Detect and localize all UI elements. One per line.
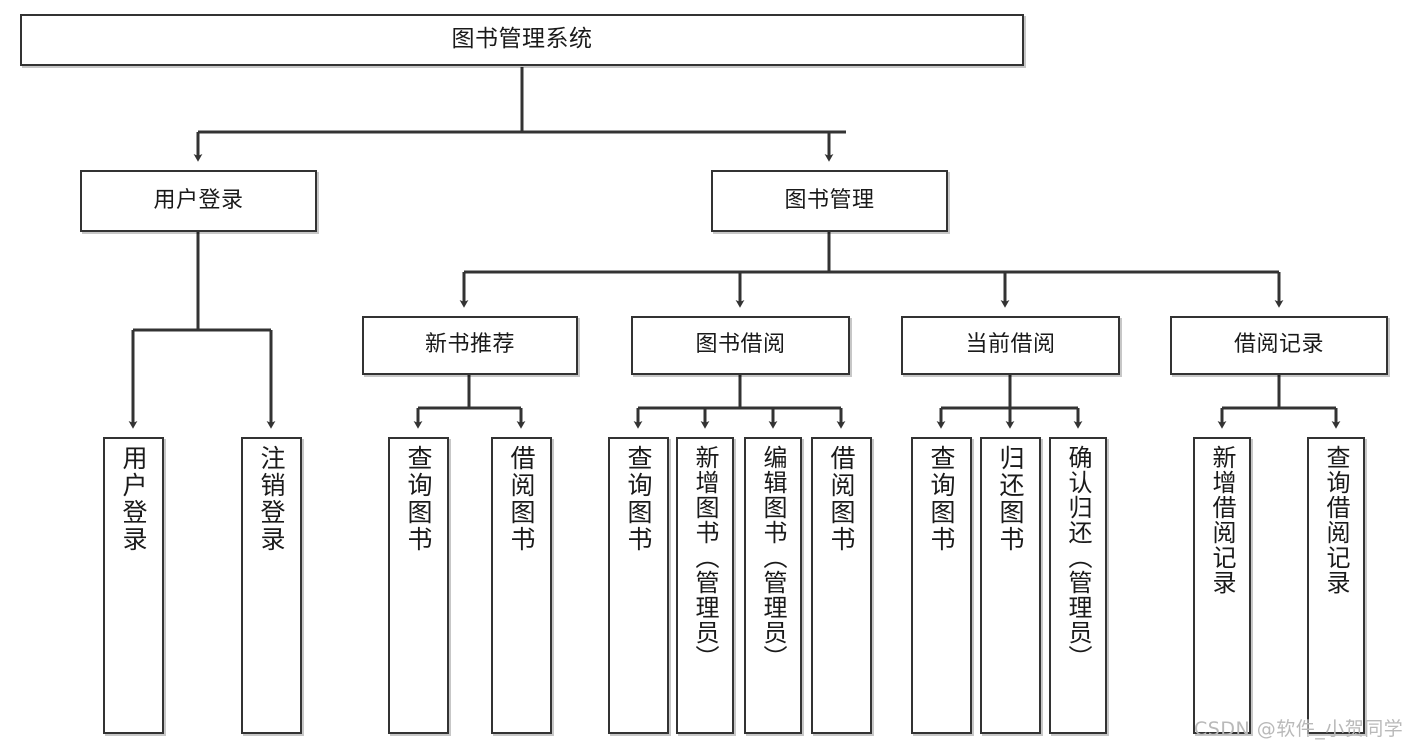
node-new-book-recommend-label: 新书推荐 (424, 332, 515, 358)
leaf-record-query-record[interactable]: 查询借阅记录 (1307, 437, 1365, 734)
node-user-login[interactable]: 用户登录 (80, 170, 317, 232)
node-book-borrow-label: 图书借阅 (695, 332, 786, 358)
leaf-user-login-logout[interactable]: 注销登录 (241, 437, 302, 734)
leaf-newbook-borrow-book[interactable]: 借阅图书 (491, 437, 552, 734)
leaf-user-login-login-label: 用户登录 (119, 445, 148, 553)
node-book-borrow[interactable]: 图书借阅 (631, 316, 850, 375)
node-user-login-label: 用户登录 (153, 187, 244, 213)
leaf-borrow-add-book-admin-label: 新增图书（管理员） (691, 445, 719, 670)
node-borrow-record[interactable]: 借阅记录 (1170, 316, 1388, 375)
leaf-current-query-book-label: 查询图书 (927, 445, 956, 553)
node-current-borrow[interactable]: 当前借阅 (901, 316, 1120, 375)
leaf-current-return-book[interactable]: 归还图书 (980, 437, 1041, 734)
node-root[interactable]: 图书管理系统 (20, 14, 1024, 66)
node-current-borrow-label: 当前借阅 (965, 332, 1056, 358)
leaf-current-return-book-label: 归还图书 (996, 445, 1025, 553)
leaf-current-confirm-return-admin-label: 确认归还（管理员） (1064, 445, 1092, 670)
leaf-user-login-login[interactable]: 用户登录 (103, 437, 164, 734)
leaf-current-query-book[interactable]: 查询图书 (911, 437, 972, 734)
leaf-borrow-edit-book-admin[interactable]: 编辑图书（管理员） (744, 437, 802, 734)
leaf-record-add-record[interactable]: 新增借阅记录 (1193, 437, 1251, 734)
csdn-watermark: CSDN @软件_小贺同学 (1194, 718, 1404, 740)
node-book-management-label: 图书管理 (784, 187, 875, 213)
node-borrow-record-label: 借阅记录 (1233, 332, 1324, 358)
node-root-label: 图书管理系统 (451, 26, 593, 53)
leaf-newbook-query-book[interactable]: 查询图书 (388, 437, 449, 734)
leaf-user-login-logout-label: 注销登录 (257, 445, 286, 553)
node-book-management[interactable]: 图书管理 (711, 170, 948, 232)
leaf-newbook-borrow-book-label: 借阅图书 (507, 445, 536, 553)
leaf-borrow-add-book-admin[interactable]: 新增图书（管理员） (676, 437, 734, 734)
leaf-record-query-record-label: 查询借阅记录 (1322, 445, 1350, 595)
leaf-borrow-edit-book-admin-label: 编辑图书（管理员） (759, 445, 787, 670)
leaf-current-confirm-return-admin[interactable]: 确认归还（管理员） (1049, 437, 1107, 734)
leaf-borrow-query-book-label: 查询图书 (624, 445, 653, 553)
leaf-borrow-borrow-book[interactable]: 借阅图书 (811, 437, 872, 734)
leaf-borrow-borrow-book-label: 借阅图书 (827, 445, 856, 553)
node-new-book-recommend[interactable]: 新书推荐 (362, 316, 578, 375)
leaf-newbook-query-book-label: 查询图书 (404, 445, 433, 553)
leaf-record-add-record-label: 新增借阅记录 (1208, 445, 1236, 595)
leaf-borrow-query-book[interactable]: 查询图书 (608, 437, 669, 734)
